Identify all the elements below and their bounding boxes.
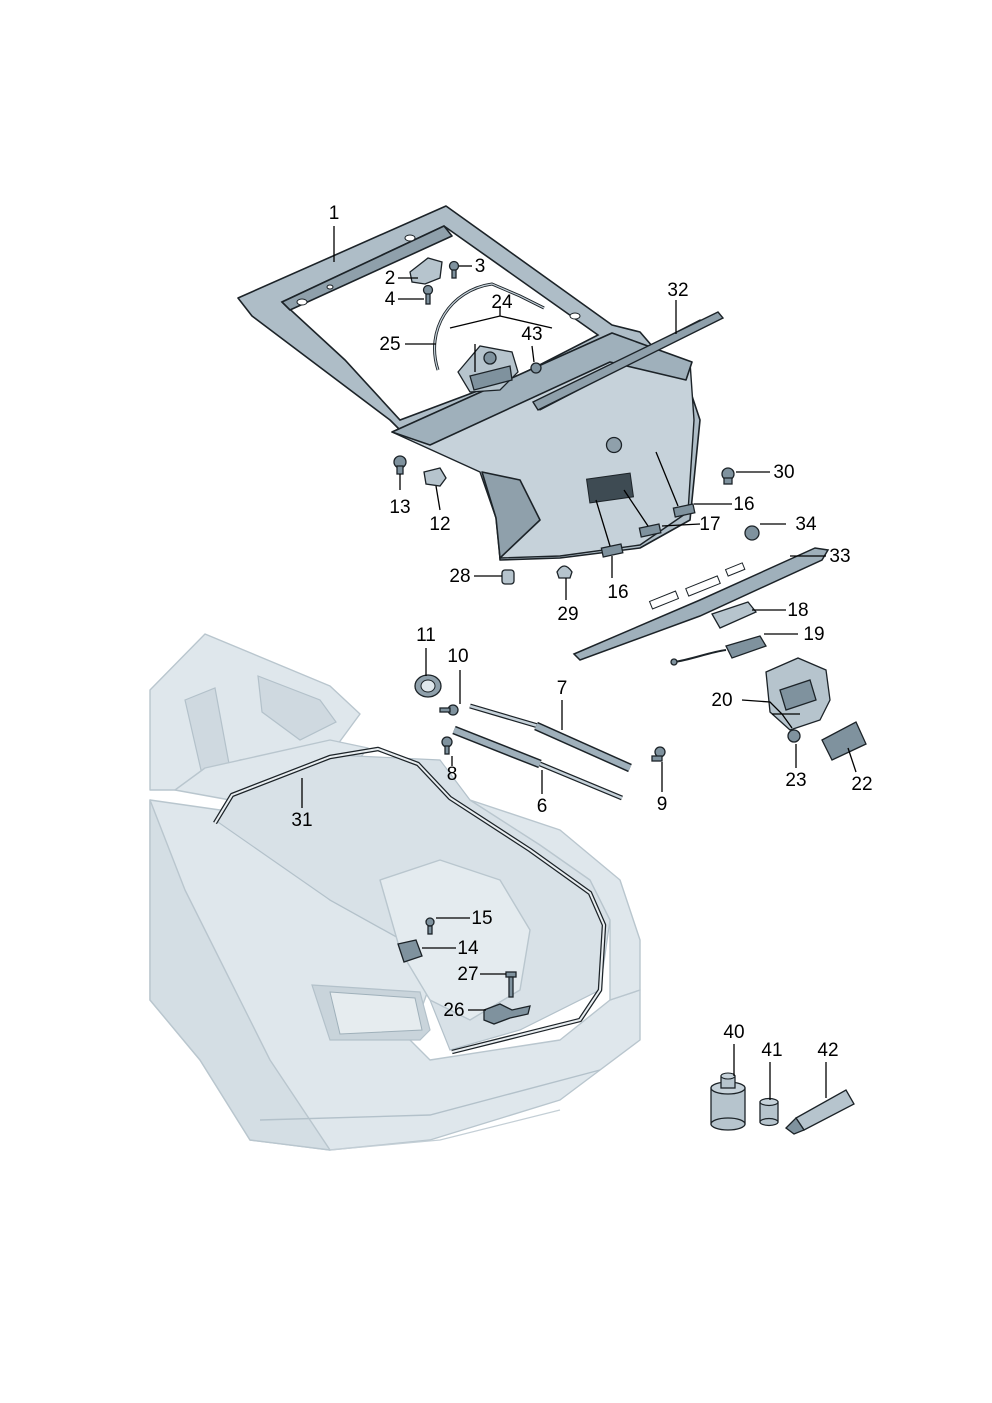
callout-3: 3 bbox=[475, 256, 486, 277]
callout-26: 26 bbox=[443, 1000, 464, 1021]
callout-28: 28 bbox=[449, 566, 470, 587]
callout-13: 13 bbox=[389, 497, 410, 518]
callout-33: 33 bbox=[829, 546, 850, 567]
callout-1: 1 bbox=[329, 203, 340, 224]
pad-17 bbox=[638, 523, 662, 538]
spoiler-strip bbox=[531, 311, 725, 411]
callout-41: 41 bbox=[761, 1040, 782, 1061]
screw-13 bbox=[393, 455, 407, 475]
gas-strut-7 bbox=[469, 703, 632, 773]
callout-15: 15 bbox=[471, 908, 492, 929]
callout-7: 7 bbox=[557, 678, 568, 699]
callout-22: 22 bbox=[851, 774, 872, 795]
lock-20 bbox=[765, 657, 831, 731]
bolt-27 bbox=[505, 971, 517, 998]
callout-4: 4 bbox=[385, 289, 396, 310]
callout-25: 25 bbox=[379, 334, 400, 355]
callout-30: 30 bbox=[773, 462, 794, 483]
adhesive-pot-40 bbox=[710, 1072, 746, 1131]
striker-22 bbox=[821, 721, 867, 761]
callout-12: 12 bbox=[429, 514, 450, 535]
callout-43: 43 bbox=[521, 324, 542, 345]
handle-strip-33 bbox=[572, 547, 830, 661]
bolt-4 bbox=[422, 284, 434, 305]
callout-19: 19 bbox=[803, 624, 824, 645]
screw-43 bbox=[530, 362, 542, 374]
sealant-tube-42 bbox=[785, 1089, 855, 1135]
callout-29: 29 bbox=[557, 604, 578, 625]
buffer-29 bbox=[556, 565, 573, 579]
clip-14 bbox=[397, 939, 423, 963]
callout-32: 32 bbox=[667, 280, 688, 301]
pad-16-lower bbox=[600, 543, 624, 558]
callout-31: 31 bbox=[291, 810, 312, 831]
callout-18: 18 bbox=[787, 600, 808, 621]
callout-42: 42 bbox=[817, 1040, 838, 1061]
buffer-12 bbox=[423, 467, 447, 487]
callout-17: 17 bbox=[699, 514, 720, 535]
callout-40: 40 bbox=[723, 1022, 744, 1043]
callout-27: 27 bbox=[457, 964, 478, 985]
nut-23 bbox=[787, 729, 801, 743]
callout-20: 20 bbox=[711, 690, 732, 711]
release-switch-19 bbox=[670, 635, 767, 666]
screw-30 bbox=[721, 467, 735, 485]
callout-34: 34 bbox=[795, 514, 817, 535]
callout-16-upper: 16 bbox=[733, 494, 754, 515]
callout-11: 11 bbox=[416, 625, 436, 646]
callout-14: 14 bbox=[457, 938, 479, 959]
ball-stud-8 bbox=[441, 736, 453, 755]
callout-2: 2 bbox=[385, 268, 396, 289]
plug-34 bbox=[744, 525, 760, 541]
gas-strut-6 bbox=[452, 725, 623, 801]
primer-bottle-41 bbox=[759, 1097, 779, 1127]
bracket-26 bbox=[483, 1003, 531, 1025]
grommet-11 bbox=[414, 674, 442, 698]
screw-15 bbox=[425, 917, 435, 935]
ball-stud-9 bbox=[651, 746, 666, 762]
car-rear-body bbox=[149, 633, 641, 1151]
trunk-weatherstrip bbox=[213, 746, 607, 1055]
callout-23: 23 bbox=[785, 770, 806, 791]
callout-6: 6 bbox=[537, 796, 548, 817]
tailgate-motor bbox=[457, 345, 519, 393]
cap-28 bbox=[501, 569, 515, 585]
leader-lines bbox=[301, 226, 857, 1100]
pad-16-upper bbox=[672, 503, 696, 518]
callout-9: 9 bbox=[657, 794, 668, 815]
callout-24: 24 bbox=[491, 292, 513, 313]
callout-16-lower: 16 bbox=[607, 582, 628, 603]
callout-labels: 1 2 3 4 24 25 43 32 30 16 17 34 13 12 33… bbox=[291, 203, 872, 1061]
screw-10 bbox=[439, 704, 459, 716]
callout-10: 10 bbox=[447, 646, 468, 667]
licence-light-18 bbox=[711, 601, 758, 629]
screw-3 bbox=[448, 260, 460, 279]
callout-8: 8 bbox=[447, 764, 458, 785]
